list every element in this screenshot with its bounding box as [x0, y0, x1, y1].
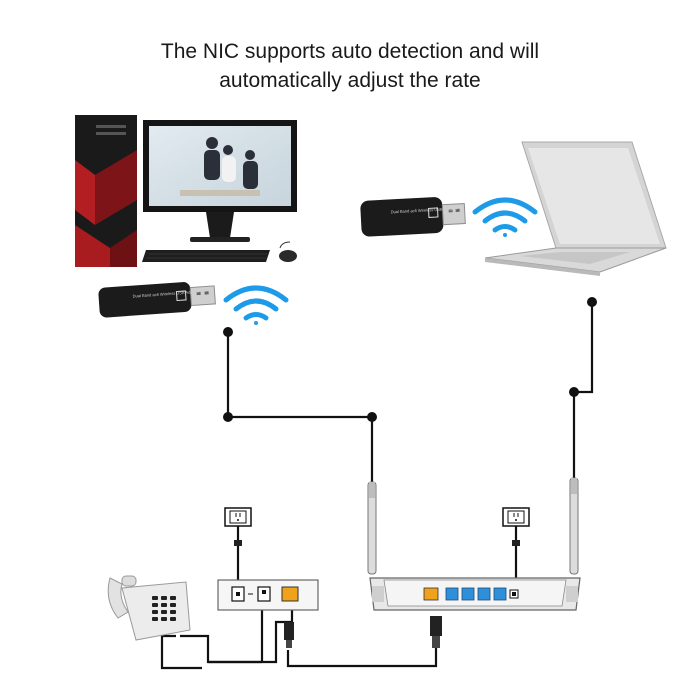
power-socket-icon — [224, 507, 252, 546]
dongle-label: Dual Band ac6 Wireless USB Adapter — [390, 206, 458, 215]
usb-wifi-dongle-icon: Dual Band ac6 Wireless USB Adapter — [98, 282, 216, 318]
desktop-computer-icon — [75, 115, 297, 267]
pc-tower — [75, 115, 137, 267]
router-antenna — [367, 481, 377, 575]
caption-line-2: automatically adjust the rate — [219, 69, 481, 92]
power-socket-icon — [502, 507, 530, 546]
wire-junctions — [223, 297, 597, 422]
modem-icon — [217, 579, 319, 648]
wireless-router-icon — [367, 477, 581, 648]
router-antenna — [569, 477, 579, 575]
laptop-icon — [484, 141, 667, 276]
connection-wires — [160, 302, 594, 670]
pc-keyboard — [142, 250, 270, 262]
caption-line-1: The NIC supports auto detection and will — [160, 40, 540, 63]
wifi-signal-icon — [472, 197, 538, 237]
telephone-icon — [107, 575, 191, 641]
dongle-label: Dual Band ac6 Wireless USB Adapter — [132, 289, 200, 299]
usb-wifi-dongle-icon: Dual Band ac6 Wireless USB Adapter — [360, 197, 466, 237]
wifi-signal-icon — [223, 285, 289, 325]
pc-monitor — [143, 120, 297, 242]
pc-mouse — [279, 250, 297, 262]
